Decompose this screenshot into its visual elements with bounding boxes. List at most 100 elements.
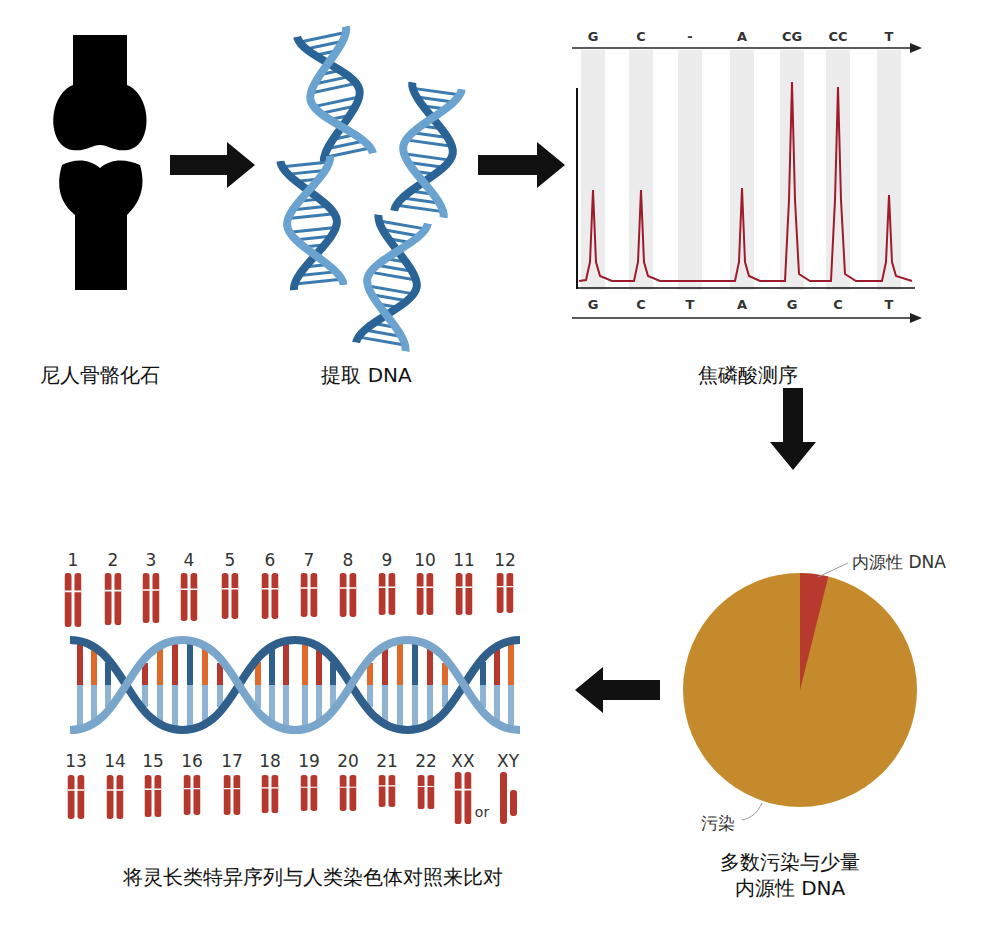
dna-helices — [280, 26, 461, 351]
base-letter: A — [737, 30, 747, 43]
base-letter: C — [636, 298, 646, 311]
stage-caption: 提取 DNA — [321, 362, 411, 388]
base-letter: A — [737, 298, 747, 311]
x-chromosome — [500, 772, 507, 824]
flow-arrow-shape — [575, 667, 660, 713]
figure-label: 22 — [415, 753, 437, 770]
figure-label: 9 — [382, 552, 393, 569]
chromosome-pair — [145, 775, 162, 817]
figure-label: 4 — [184, 552, 195, 569]
figure-label: 20 — [337, 753, 359, 770]
flow-arrow-shape — [478, 142, 565, 188]
base-letter: CG — [782, 30, 802, 43]
y-axis — [576, 88, 578, 289]
chromosome-pair — [379, 775, 396, 807]
chromosome-pair — [184, 775, 201, 815]
figure-label: 21 — [376, 753, 398, 770]
figure-label: 7 — [304, 552, 315, 569]
chromosome-pair — [340, 775, 357, 811]
base-letter: C — [833, 298, 843, 311]
stage-caption: 将灵长类特异序列与人类染色体对照来比对 — [123, 864, 503, 890]
tibia-shape — [59, 160, 142, 290]
chromosome-pair — [418, 775, 435, 809]
axis-line — [572, 47, 912, 49]
leader-line — [742, 803, 762, 820]
flow-arrow-shape — [770, 388, 816, 470]
femur-shape — [53, 35, 146, 150]
figure-label: 15 — [142, 753, 164, 770]
stage-node: 尼人骨骼化石 — [30, 20, 170, 388]
chromosome-pair — [455, 772, 472, 824]
figure-label: 19 — [298, 753, 320, 770]
chromosome-pair — [224, 775, 241, 815]
helix — [297, 26, 373, 164]
stage-caption: 焦磷酸测序 — [698, 362, 798, 388]
base-letter: - — [687, 30, 692, 43]
figure-label: 16 — [181, 753, 203, 770]
figure-label: 6 — [265, 552, 276, 569]
helix-strand — [70, 640, 520, 730]
chromosome-pair — [143, 573, 160, 623]
flow-arrow — [575, 667, 660, 713]
chromosome-pair — [340, 573, 357, 617]
helix-strand — [70, 640, 520, 730]
flow-bands — [581, 50, 901, 290]
helix — [394, 82, 462, 218]
chromosome-pair — [379, 573, 396, 615]
x-axis — [577, 287, 915, 289]
pie-contamination — [683, 573, 917, 807]
figure-label: XX — [451, 753, 474, 770]
chromosome-pair — [301, 573, 318, 617]
figure-label: 14 — [104, 753, 126, 770]
figure-label: 8 — [343, 552, 354, 569]
stage-caption: 尼人骨骼化石 — [40, 362, 160, 388]
figure-label: 内源性 DNA — [852, 554, 946, 571]
base-letter: CC — [828, 30, 847, 43]
figure-label: 10 — [414, 552, 436, 569]
figure-label: 11 — [453, 552, 475, 569]
flow-arrow — [478, 142, 565, 188]
stage-node: 多数污染与少量 内源性 DNA — [660, 470, 920, 901]
chromosome-pair — [262, 573, 279, 619]
base-letter: T — [885, 298, 894, 311]
figure-label: 3 — [146, 552, 157, 569]
chromosome-pair — [262, 775, 279, 813]
helix — [356, 215, 428, 352]
stage-caption: 多数污染与少量 内源性 DNA — [710, 849, 870, 901]
pie-endogenous — [800, 573, 828, 690]
figure-label: 2 — [108, 552, 119, 569]
chromosome-pair — [417, 573, 434, 615]
helix — [280, 156, 343, 291]
figure-label: 12 — [494, 552, 516, 569]
chromosome-pair — [68, 775, 85, 819]
stage-node: 提取 DNA — [255, 20, 478, 388]
figure-label: 18 — [259, 753, 281, 770]
figure-label: 1 — [68, 552, 79, 569]
base-letter: G — [787, 298, 798, 311]
bone-icon — [53, 35, 146, 290]
chromosome-pair — [497, 573, 514, 613]
figure-label: 5 — [225, 552, 236, 569]
flow-arrow — [770, 388, 816, 470]
base-letter: T — [885, 30, 894, 43]
y-chromosome — [510, 790, 517, 816]
pie-chart — [683, 563, 917, 820]
chromosome-pair — [456, 573, 473, 615]
stage-node: 将灵长类特异序列与人类染色体对照来比对 — [50, 530, 575, 890]
base-letter: G — [588, 298, 599, 311]
chromosome-pair — [65, 573, 82, 627]
karyotype — [65, 573, 521, 824]
flow-arrow-shape — [170, 142, 255, 188]
chromosome-pair — [181, 573, 198, 621]
pyrogram — [572, 43, 922, 323]
base-letter: C — [636, 30, 646, 43]
figure-label: or — [475, 805, 489, 819]
base-letter: G — [588, 30, 599, 43]
axis-arrowhead — [910, 313, 922, 323]
figure-label: 13 — [65, 753, 87, 770]
chromosome-pair — [105, 573, 122, 625]
figure-label: XY — [497, 753, 519, 770]
